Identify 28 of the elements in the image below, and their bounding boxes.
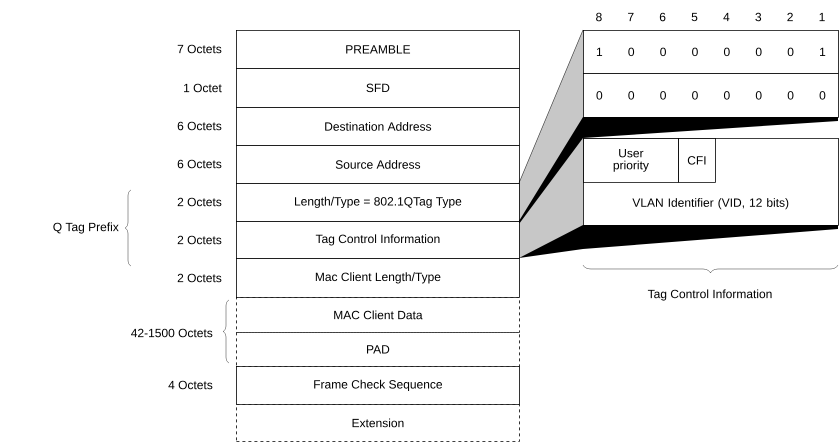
- frame-field: PAD: [236, 332, 520, 367]
- frame-field: Frame Check Sequence: [236, 366, 520, 405]
- frame-field: SFD: [236, 68, 520, 108]
- subfield-label: VLAN Identifier (VID, 12 bits): [632, 198, 788, 210]
- byte-row: 0 0 0 0 0 0 0 0: [583, 73, 839, 118]
- frame-field: Extension: [236, 404, 520, 442]
- frame-field: MAC Client Data: [236, 297, 520, 333]
- octet-count: 6 Octets: [178, 122, 222, 130]
- octet-count: 2 Octets: [178, 274, 222, 282]
- octet-count: 6 Octets: [178, 160, 222, 168]
- byte-row: 1 0 0 0 0 0 0 1: [583, 30, 839, 74]
- frame-field: Mac Client Length/Type: [236, 258, 520, 298]
- frame-field: PREAMBLE: [236, 30, 520, 69]
- group-label: Q Tag Prefix: [53, 222, 119, 234]
- group-label: Tag Control Information: [648, 289, 772, 301]
- frame-field: Tag Control Information: [236, 220, 520, 259]
- subfield-box: CFI: [678, 138, 716, 183]
- octet-count: 4 Octets: [168, 380, 212, 390]
- group-label: 42-1500 Octets: [131, 328, 212, 338]
- subfield-box: User priority: [583, 138, 679, 183]
- octet-count: 2 Octets: [178, 198, 222, 206]
- octet-count: 1 Octet: [184, 84, 222, 92]
- octet-count: 7 Octets: [178, 44, 222, 54]
- frame-field: Source Address: [236, 145, 520, 184]
- octet-count: 2 Octets: [178, 236, 222, 244]
- frame-field: Length/Type = 802.1QTag Type: [236, 182, 520, 222]
- frame-field: Destination Address: [236, 107, 520, 146]
- field-box: [583, 138, 839, 226]
